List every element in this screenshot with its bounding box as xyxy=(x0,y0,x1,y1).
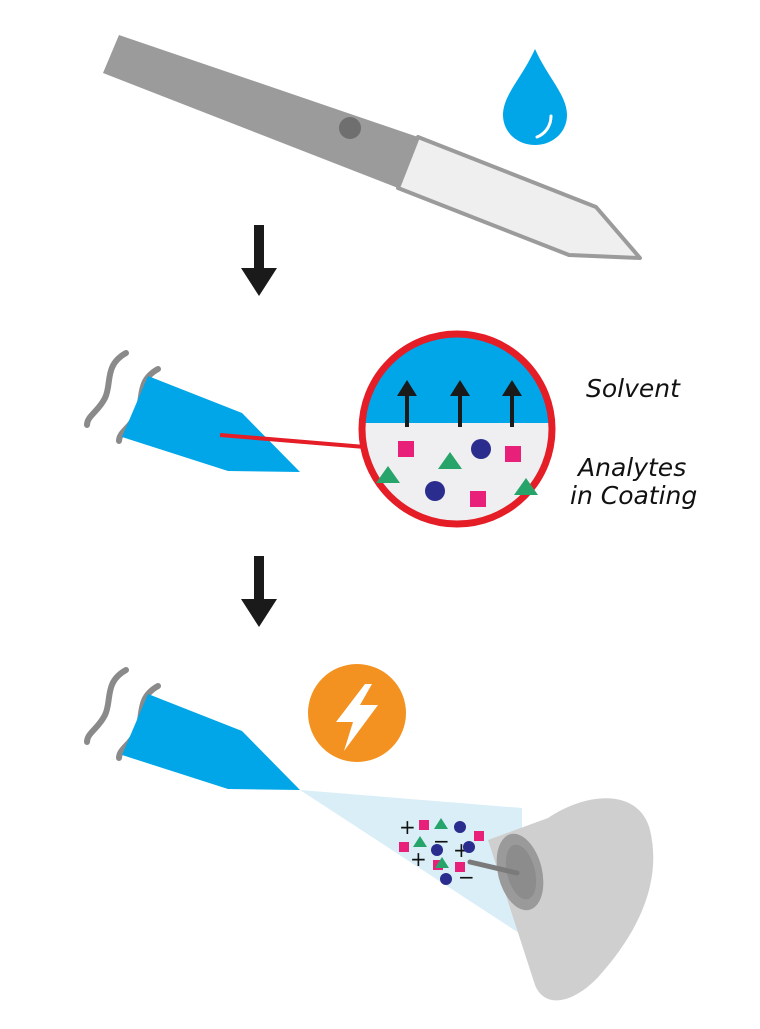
uncoated-probe xyxy=(103,35,642,260)
ion-plus: + xyxy=(410,847,427,871)
coated-probe xyxy=(122,694,300,790)
analytes-label-line2: in Coating xyxy=(570,481,698,510)
analyte-circle xyxy=(440,873,452,885)
magnifier-pointer xyxy=(219,433,366,449)
analyte-triangle xyxy=(435,857,449,868)
water-drop-icon xyxy=(503,49,567,145)
analyte-circle xyxy=(471,439,491,459)
coated-probe xyxy=(122,376,300,472)
analyte-square xyxy=(398,441,414,457)
analyte-square xyxy=(474,831,484,841)
analyte-triangle xyxy=(438,452,462,469)
analyte-square xyxy=(399,842,409,852)
probe-tip xyxy=(396,135,642,260)
probe-shaft xyxy=(103,35,418,188)
analyte-square xyxy=(419,820,429,830)
analyte-circle xyxy=(431,844,443,856)
analyte-circle xyxy=(454,821,466,833)
analyte-triangle xyxy=(514,478,538,495)
analyte-triangle xyxy=(376,466,400,483)
down-arrow-1 xyxy=(241,225,277,296)
ions: + − + + − xyxy=(399,815,484,889)
ion-minus: − xyxy=(458,865,475,889)
magnified-view xyxy=(358,330,556,528)
analyte-square xyxy=(505,446,521,462)
solvent-label: Solvent xyxy=(586,374,680,403)
analyte-triangle xyxy=(434,818,448,829)
spray-plume xyxy=(300,790,522,935)
extraction-arrows xyxy=(397,380,522,427)
analytes xyxy=(376,439,538,507)
mass-spec-inlet xyxy=(467,798,654,1001)
analytes-label-line1: Analytes xyxy=(578,453,687,482)
lightning-bolt-icon xyxy=(308,664,406,762)
down-arrow-2 xyxy=(241,556,277,627)
probe-pivot-dot xyxy=(339,117,361,139)
analyte-circle xyxy=(463,841,475,853)
extraction-arrow xyxy=(502,380,522,427)
analyte-square xyxy=(470,491,486,507)
analyte-circle xyxy=(425,481,445,501)
analyte-square xyxy=(455,862,465,872)
analyte-triangle xyxy=(413,836,427,847)
extraction-arrow xyxy=(397,380,417,427)
extraction-arrow xyxy=(450,380,470,427)
ion-plus: + xyxy=(399,815,416,839)
